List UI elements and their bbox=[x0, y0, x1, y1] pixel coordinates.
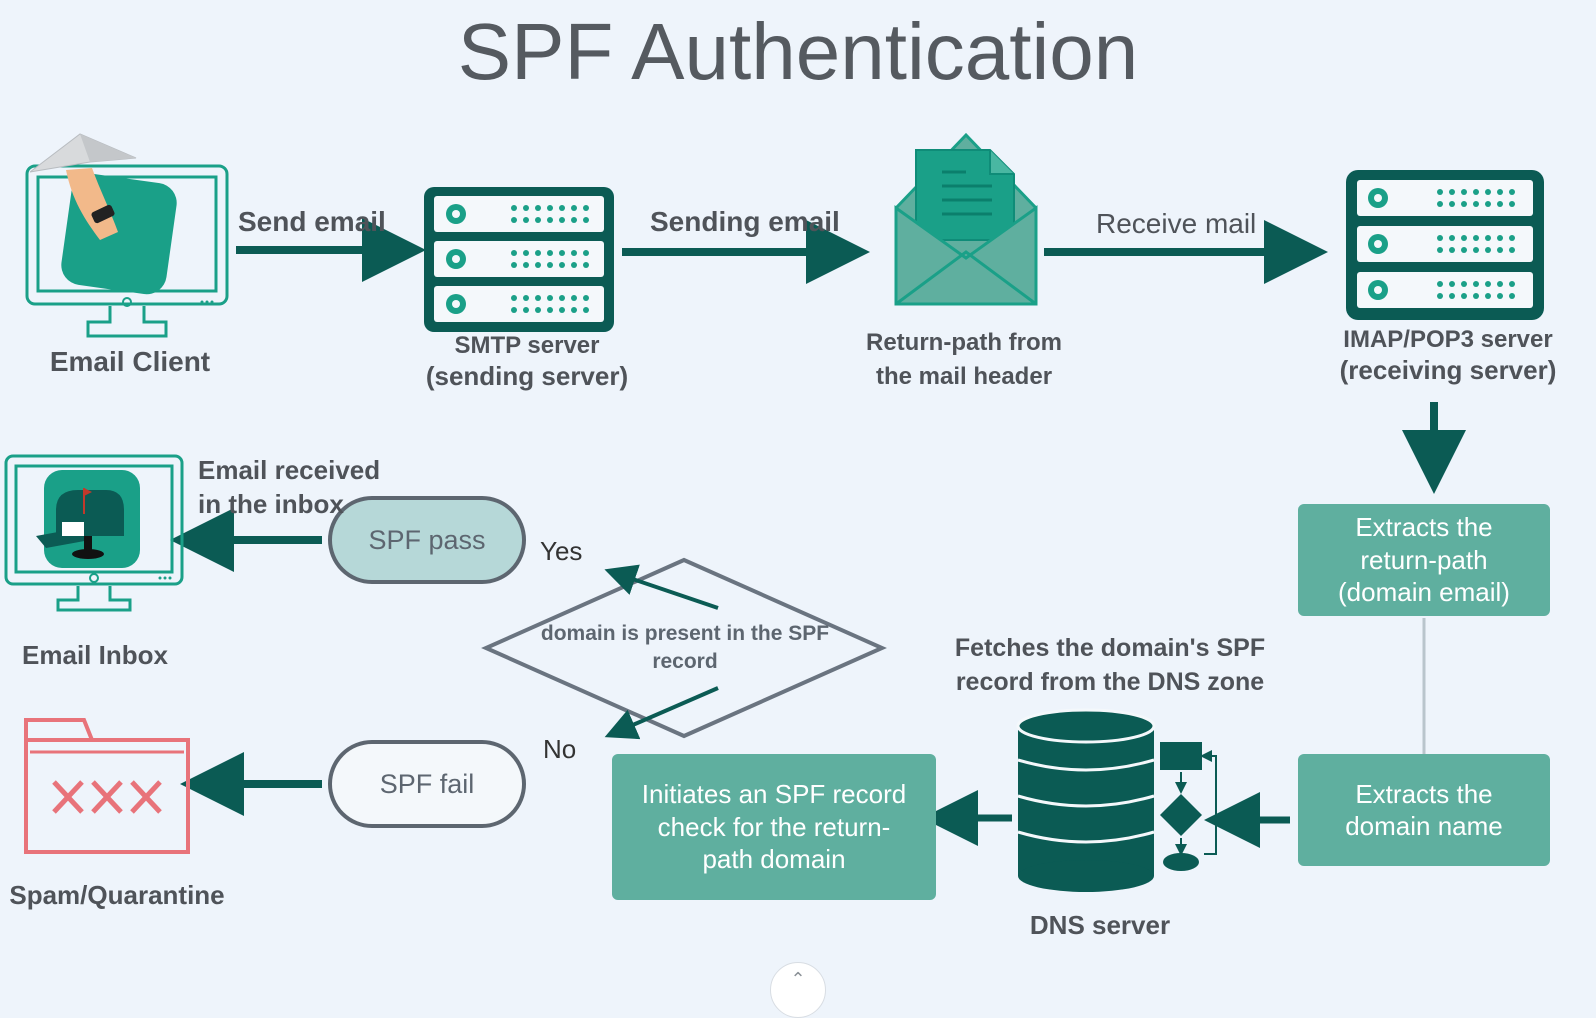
extract-domain-box: Extracts the domain name bbox=[1298, 754, 1550, 866]
spam-quarantine-label: Spam/Quarantine bbox=[9, 880, 225, 910]
initiate-spf-check-box: Initiates an SPF record check for the re… bbox=[612, 754, 936, 900]
email-inbox-label: Email Inbox bbox=[22, 640, 168, 670]
email-client-label: Email Client bbox=[49, 346, 211, 377]
diagram-graphics bbox=[4, 132, 1544, 892]
yes-label: Yes bbox=[540, 536, 583, 566]
folder-spam-icon bbox=[24, 718, 190, 854]
send-email-label: Send email bbox=[238, 206, 386, 237]
decision-label: domain is present in the SPF record bbox=[540, 622, 830, 674]
imap-server-label: IMAP/POP3 server (receiving server) bbox=[1339, 326, 1557, 385]
fetch-spf-label: Fetches the domain's SPF record from the… bbox=[954, 634, 1266, 696]
monitor-paper-plane-icon bbox=[25, 133, 229, 338]
return-path-label: Return-path from the mail header bbox=[866, 329, 1062, 390]
flowchart-icon bbox=[1160, 742, 1217, 871]
database-icon bbox=[1016, 708, 1156, 892]
spf-fail-pill: SPF fail bbox=[328, 740, 526, 828]
sending-email-label: Sending email bbox=[650, 206, 840, 237]
email-received-label: Email received in the inbox bbox=[198, 455, 381, 519]
diagram-canvas: SPF Authentication bbox=[4, 7, 1557, 1018]
smtp-server-label: SMTP server (sending server) bbox=[425, 332, 629, 391]
receive-mail-label: Receive mail bbox=[1096, 208, 1257, 239]
spf-pass-pill: SPF pass bbox=[328, 496, 526, 584]
no-label: No bbox=[543, 734, 577, 764]
chevron-up-icon: ⌃ bbox=[790, 969, 806, 989]
extract-return-path-box: Extracts the return-path (domain email) bbox=[1298, 504, 1550, 616]
page-title: SPF Authentication bbox=[457, 7, 1139, 96]
decision-diamond bbox=[481, 557, 887, 739]
server-icon bbox=[1346, 170, 1544, 320]
envelope-icon bbox=[894, 132, 1038, 306]
scroll-up-button[interactable]: ⌃ bbox=[770, 962, 826, 1018]
monitor-mailbox-icon bbox=[4, 454, 184, 612]
dns-server-label: DNS server bbox=[1029, 910, 1171, 940]
server-icon bbox=[424, 187, 614, 332]
